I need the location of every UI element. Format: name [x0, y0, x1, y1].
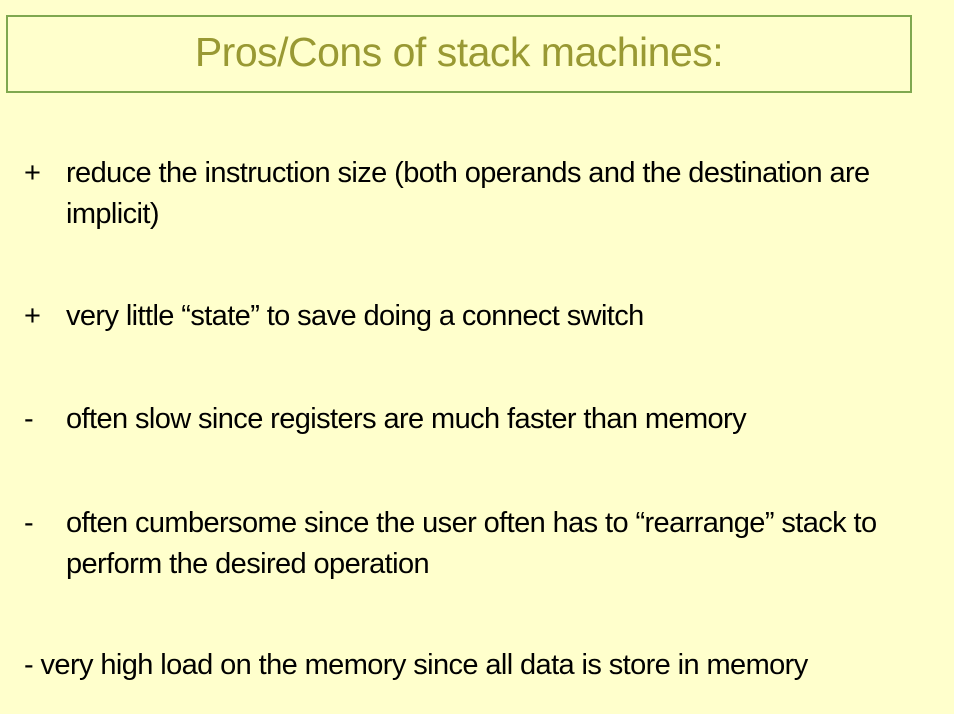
list-item-text: - very high load on the memory since all… — [24, 649, 808, 681]
plus-bullet: + — [24, 300, 41, 332]
title-box: Pros/Cons of stack machines: — [6, 15, 912, 93]
minus-bullet: - — [24, 507, 34, 539]
list-item-con-3: - very high load on the memory since all… — [24, 645, 936, 687]
list-item-text: reduce the instruction size (both operan… — [66, 157, 870, 230]
list-item-text: often cumbersome since the user often ha… — [66, 507, 877, 580]
plus-bullet: + — [24, 157, 41, 189]
list-item-pro-1: + reduce the instruction size (both oper… — [24, 153, 936, 237]
slide-title: Pros/Cons of stack machines: — [194, 28, 724, 75]
list-item-pro-2: + very little “state” to save doing a co… — [24, 296, 936, 338]
list-item-text: very little “state” to save doing a conn… — [66, 300, 644, 332]
slide-edge-bottom — [0, 714, 960, 720]
slide-edge-right — [954, 0, 960, 720]
list-item-text: often slow since registers are much fast… — [66, 403, 747, 435]
list-item-con-1: - often slow since registers are much fa… — [24, 399, 936, 441]
minus-bullet: - — [24, 403, 34, 435]
list-item-con-2: - often cumbersome since the user often … — [24, 503, 936, 587]
